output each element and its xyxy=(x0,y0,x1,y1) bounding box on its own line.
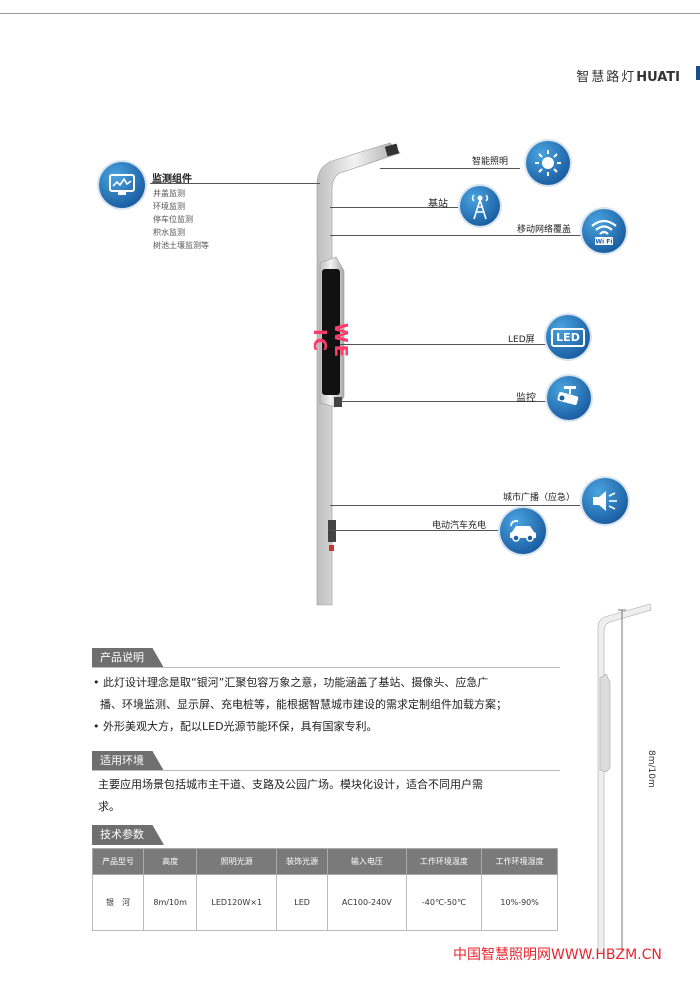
led-icon: LED xyxy=(546,315,590,359)
specs-cell: LED xyxy=(276,874,329,931)
environment-line: 求。 xyxy=(98,800,120,813)
specs-cell: -40℃-50℃ xyxy=(405,874,483,931)
environment-tag: 适用环境 xyxy=(92,751,164,771)
monitor-item: 环境监测 xyxy=(153,202,185,211)
lighting-leader xyxy=(380,168,520,169)
lighting-label: 智能照明 xyxy=(472,157,509,167)
camera-label: 监控 xyxy=(516,393,536,404)
specs-header-cell: 装饰光源 xyxy=(276,848,329,875)
specs-table: 产品型号 高度 照明光源 装饰光源 输入电压 工作环境温度 工作环境湿度 银 河… xyxy=(92,848,558,931)
footer-watermark: 中国智慧照明网WWW.HBZM.CN xyxy=(453,947,662,963)
monitor-title: 监测组件 xyxy=(152,174,192,185)
monitor-item: 积水监测 xyxy=(153,228,185,237)
specs-cell: 银 河 xyxy=(92,874,144,931)
base-station-label: 基站 xyxy=(428,199,448,210)
monitor-item: 停车位监测 xyxy=(153,215,193,224)
network-label: 移动网络覆盖 xyxy=(517,225,572,235)
specs-header-cell: 高度 xyxy=(142,848,198,875)
specs-header-cell: 产品型号 xyxy=(92,848,144,875)
specs-header-cell: 工作环境温度 xyxy=(405,848,483,875)
wifi-icon: Wi Fi xyxy=(582,209,626,253)
specs-header-cell: 输入电压 xyxy=(327,848,407,875)
specs-cell: 8m/10m xyxy=(142,874,198,931)
sun-icon xyxy=(526,141,570,185)
specs-header-row: 产品型号 高度 照明光源 装饰光源 输入电压 工作环境温度 工作环境湿度 xyxy=(92,848,558,875)
specs-cell: LED120W×1 xyxy=(196,874,278,931)
environment-text: 主要应用场景包括城市主干道、支路及公园广场。模块化设计，适合不同用户需 求。 xyxy=(98,774,558,818)
small-pole-illustration xyxy=(597,603,652,953)
monitor-items: 井盖监测 环境监测 停车位监测 积水监测 树池土壤监测等 xyxy=(153,187,209,252)
description-text: • 此灯设计理念是取“银河”汇聚包容万象之意，功能涵盖了基站、摄像头、应急广 播… xyxy=(93,672,563,738)
base-station-leader xyxy=(330,207,458,208)
tower-icon xyxy=(460,186,500,226)
pole-led-screen-text: WE IC xyxy=(309,322,351,360)
top-rule xyxy=(0,13,700,14)
broadcast-leader xyxy=(330,505,580,506)
specs-header-cell: 工作环境湿度 xyxy=(481,848,558,875)
height-dimension-label: 8m/10m xyxy=(646,750,656,788)
led-leader xyxy=(340,344,546,345)
monitor-leader xyxy=(150,183,320,184)
led-icon-text: LED xyxy=(551,327,585,347)
description-tag: 产品说明 xyxy=(92,648,164,668)
specs-cell: 10%-90% xyxy=(481,874,558,931)
description-line: • 此灯设计理念是取“银河”汇聚包容万象之意，功能涵盖了基站、摄像头、应急广 xyxy=(93,676,489,689)
specs-tag: 技术参数 xyxy=(92,825,164,845)
monitor-item: 井盖监测 xyxy=(153,189,185,198)
environment-rule xyxy=(92,770,560,771)
camera-icon xyxy=(547,376,591,420)
ev-leader xyxy=(330,530,500,531)
monitor-item: 树池土壤监测等 xyxy=(153,241,209,250)
camera-leader xyxy=(340,401,547,402)
light-pole-illustration xyxy=(316,142,401,606)
specs-header-cell: 照明光源 xyxy=(196,848,278,875)
monitor-chart-icon xyxy=(99,162,145,208)
ev-charger-icon xyxy=(500,508,546,554)
description-rule xyxy=(92,667,560,668)
speaker-icon xyxy=(582,478,628,524)
specs-cell: AC100-240V xyxy=(327,874,407,931)
brand-title: 智慧路灯HUATI xyxy=(576,70,680,85)
ev-label: 电动汽车充电 xyxy=(432,521,487,531)
table-row: 银 河 8m/10m LED120W×1 LED AC100-240V -40℃… xyxy=(92,874,558,931)
environment-line: 主要应用场景包括城市主干道、支路及公园广场。模块化设计，适合不同用户需 xyxy=(98,778,483,791)
wifi-icon-text: Wi Fi xyxy=(596,239,613,246)
network-leader xyxy=(330,235,582,236)
led-label: LED屏 xyxy=(508,335,535,345)
brand-mark xyxy=(696,66,700,80)
broadcast-label: 城市广播（应急） xyxy=(503,493,576,503)
description-line: • 外形美观大方，配以LED光源节能环保，具有国家专利。 xyxy=(93,720,378,733)
description-line: 播、环境监测、显示屏、充电桩等，能根据智慧城市建设的需求定制组件加载方案； xyxy=(93,698,507,711)
